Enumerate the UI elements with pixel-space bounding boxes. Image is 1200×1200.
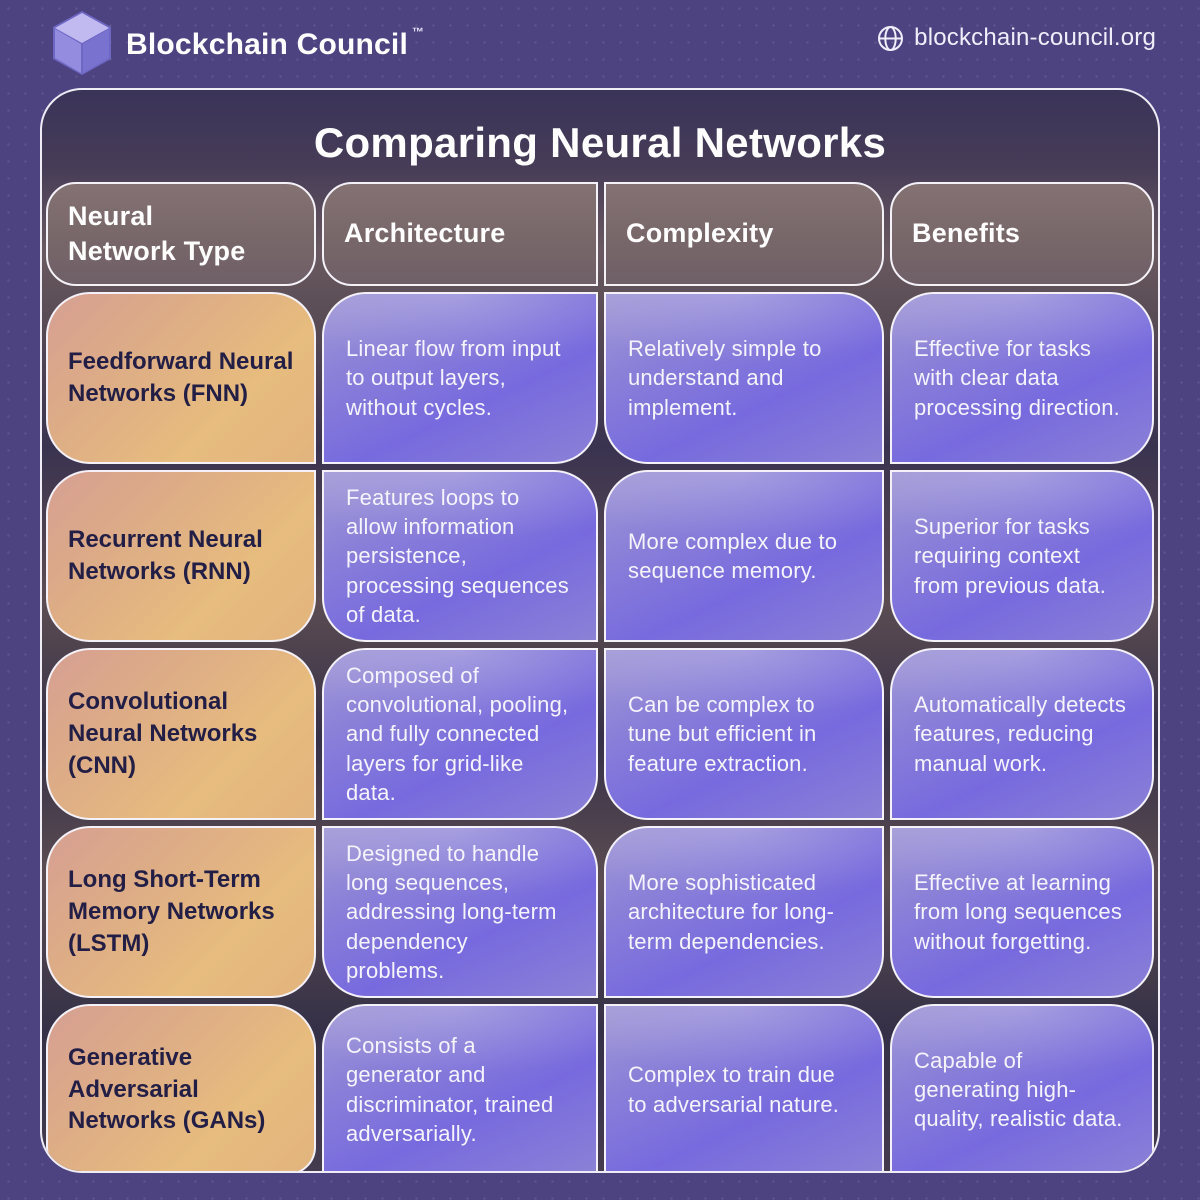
cell-type-fnn: Feedforward Neural Networks (FNN) <box>46 292 316 464</box>
column-header-complexity: Complexity <box>604 182 884 286</box>
cell-type-lstm: Long Short-Term Memory Networks (LSTM) <box>46 826 316 998</box>
column-header-architecture: Architecture <box>322 182 598 286</box>
cell-complexity-gan: Complex to train due to adversarial natu… <box>604 1004 884 1171</box>
trademark-symbol: ™ <box>411 24 424 39</box>
cell-benefits-lstm: Effective at learning from long sequence… <box>890 826 1154 998</box>
cell-type-rnn: Recurrent Neural Networks (RNN) <box>46 470 316 642</box>
cell-type-gan: Generative Adversarial Networks (GANs) <box>46 1004 316 1171</box>
cell-complexity-lstm: More sophisticated architecture for long… <box>604 826 884 998</box>
cell-benefits-rnn: Superior for tasks requiring context fro… <box>890 470 1154 642</box>
cell-type-cnn: Convolutional Neural Networks (CNN) <box>46 648 316 820</box>
cell-architecture-cnn: Composed of convolutional, pooling, and … <box>322 648 598 820</box>
comparison-card: Comparing Neural Networks Neural Network… <box>40 88 1160 1173</box>
website-url: blockchain-council.org <box>914 24 1156 51</box>
page-title: Comparing Neural Networks <box>313 119 887 166</box>
cell-complexity-fnn: Relatively simple to understand and impl… <box>604 292 884 464</box>
cell-complexity-cnn: Can be complex to tune but efficient in … <box>604 648 884 820</box>
cell-complexity-rnn: More complex due to sequence memory. <box>604 470 884 642</box>
cell-architecture-gan: Consists of a generator and discriminato… <box>322 1004 598 1171</box>
cell-benefits-fnn: Effective for tasks with clear data proc… <box>890 292 1154 464</box>
comparison-table: Neural Network Type Architecture Complex… <box>42 182 1158 1171</box>
cell-architecture-fnn: Linear flow from input to output layers,… <box>322 292 598 464</box>
cell-architecture-lstm: Designed to handle long sequences, addre… <box>322 826 598 998</box>
column-header-benefits: Benefits <box>890 182 1154 286</box>
cell-benefits-gan: Capable of generating high-quality, real… <box>890 1004 1154 1171</box>
column-header-type: Neural Network Type <box>46 182 316 286</box>
brand-name: Blockchain Council <box>126 27 408 61</box>
cube-icon <box>53 11 111 75</box>
website-link: blockchain-council.org <box>877 24 1156 52</box>
globe-icon <box>878 25 904 51</box>
cell-benefits-cnn: Automatically detects features, reducing… <box>890 648 1154 820</box>
cell-architecture-rnn: Features loops to allow information pers… <box>322 470 598 642</box>
